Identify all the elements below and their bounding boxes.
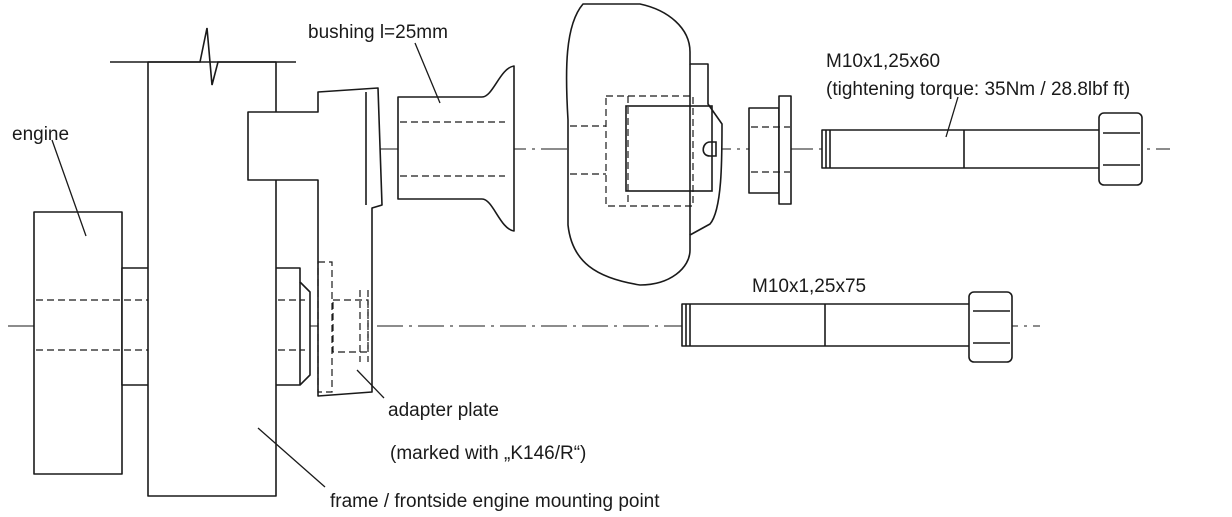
washer-part [748,95,792,205]
frame-leader [257,427,326,488]
upper-bolt-torque-label: (tightening torque: 35Nm / 28.8lbf ft) [826,79,1130,100]
bushing-label: bushing l=25mm [308,22,448,43]
adapter-plate-leader [356,369,385,399]
engine-label: engine [12,124,69,145]
frame-part [110,27,296,497]
bushing-leader [414,42,441,104]
upper-bolt-spec-label: M10x1,25x60 [826,51,940,72]
adapter-marking-label: (marked with „K146/R“) [390,443,586,464]
engine-leader [51,139,87,237]
adapter-plate-part [247,87,383,397]
upper-bolt-part [821,112,1143,186]
upper-bolt-leader [945,96,959,138]
bushing-part [397,65,515,232]
rubber-mount-part [565,3,723,286]
lower-bolt-spec-label: M10x1,25x75 [752,276,866,297]
adapter-plate-label: adapter plate [388,400,499,421]
leader-lines [51,42,959,488]
lower-bolt-part [681,291,1013,363]
frame-label: frame / frontside engine mounting point [330,491,660,512]
labels: engine bushing l=25mm M10x1,25x60 (tight… [12,22,1130,512]
